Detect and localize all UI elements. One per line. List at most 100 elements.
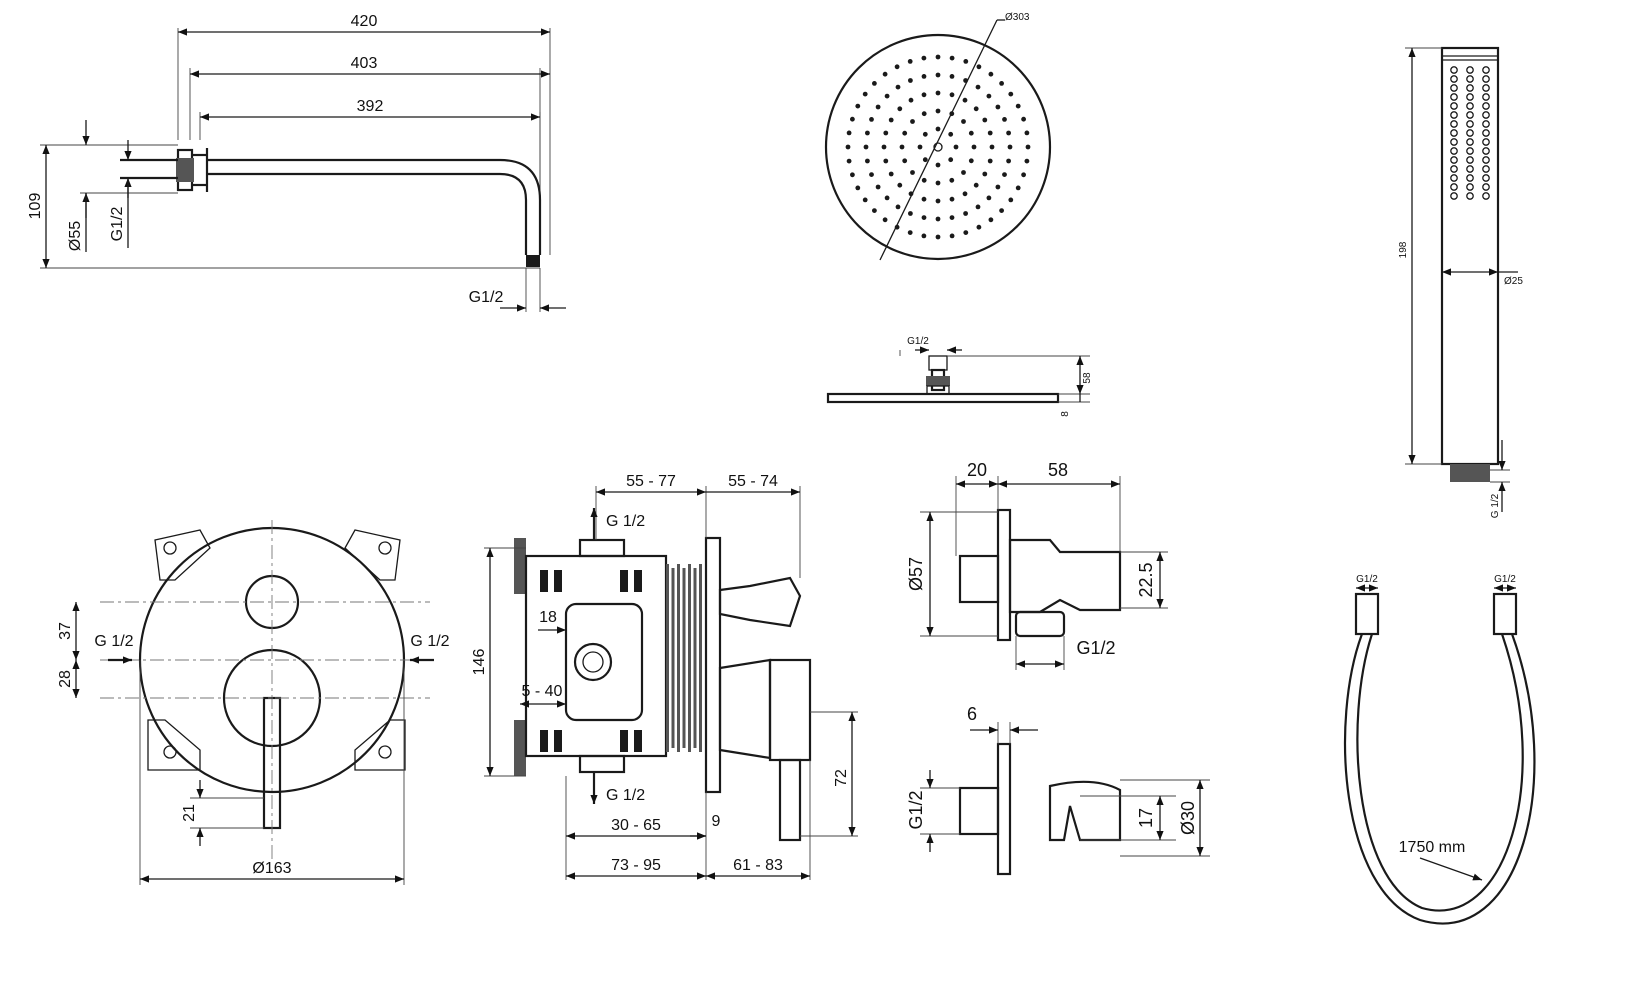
nozzle-dot [921,196,927,202]
dim-61-83: 61 - 83 [733,857,783,874]
nozzle-dot [922,157,928,163]
dim-5-40: 5 - 40 [522,683,563,700]
dim-d303: Ø303 [1005,12,1030,23]
mixer-side-view: 55 - 77 55 - 74 G 1/2 G 1/2 146 18 5 - 4… [471,473,858,880]
nozzle-dot [962,191,968,197]
hand-nozzle [1482,84,1490,92]
hand-nozzle [1482,138,1490,146]
dim-73-95: 73 - 95 [611,857,661,874]
hand-nozzle [1466,183,1474,191]
dim-g-side-top: G 1/2 [606,513,645,530]
nozzle-dot [1006,130,1011,136]
nozzle-dot [897,106,903,112]
nozzle-dot [1006,158,1011,164]
dim-55-74: 55 - 74 [728,473,778,490]
nozzle-dot [882,71,888,77]
nozzle-dot [963,230,969,236]
nozzle-dot [921,177,927,183]
nozzle-dot [910,170,915,175]
nozzle-dot [865,158,870,164]
dim-28: 28 [57,670,74,688]
dim-g-hand: G 1/2 [1490,493,1501,518]
hand-nozzle [1450,183,1458,191]
dim-420: 420 [351,13,378,30]
dim-30-65: 30 - 65 [611,817,661,834]
nozzle-dot [908,78,913,83]
nozzle-dot [882,217,888,223]
nozzle-dot [846,130,852,136]
nozzle-dot [961,119,966,124]
dim-20: 20 [967,460,987,480]
nozzle-dot [962,97,968,103]
nozzle-dot [986,195,992,201]
nozzle-dot [988,217,994,223]
nozzle-dot [1015,185,1021,191]
dim-d25: Ø25 [1504,276,1523,287]
nozzle-dot [869,117,874,122]
hand-nozzle [1482,192,1490,200]
dim-g-outlet: G1/2 [1076,638,1115,658]
nozzle-dot [883,130,889,136]
nozzle-dot [850,172,855,178]
mixer-front-view: 37 28 G 1/2 G 1/2 21 Ø163 [57,520,450,885]
nozzle-dot [987,130,993,136]
hand-nozzle [1466,165,1474,173]
nozzle-dot [922,131,928,137]
nozzle-dot [948,157,954,163]
nozzle-dot [935,198,941,204]
nozzle-dot [975,204,981,210]
nozzle-dot [1025,144,1031,150]
nozzle-dot [935,234,941,240]
hand-nozzle [1466,66,1474,74]
hand-nozzle [1466,147,1474,155]
nozzle-dot [872,208,877,214]
nozzle-dot [899,144,905,150]
nozzle-dot [872,81,877,86]
nozzle-dot [995,184,1001,190]
hand-nozzle [1482,165,1490,173]
hand-nozzle [1450,75,1458,83]
nozzle-dot [935,108,941,114]
nozzle-dot [986,93,992,99]
nozzle-dot [894,64,900,70]
nozzle-dot [888,171,894,177]
nozzle-dot [845,144,851,150]
nozzle-dot [935,216,941,222]
dim-g-hose-right: G1/2 [1494,574,1516,585]
nozzle-dot [921,215,927,221]
hand-nozzle [1450,111,1458,119]
dim-d55: Ø55 [67,221,84,251]
shower-arm-drawing: 420 403 392 109 Ø55 G1/2 G1/2 [27,13,566,312]
nozzle-dot [855,185,861,191]
nozzle-dot [949,92,955,98]
nozzle-dot [949,74,955,79]
dim-6: 6 [967,704,977,724]
nozzle-dot [884,93,890,99]
nozzle-dot [935,126,941,132]
dim-55-77: 55 - 77 [626,473,676,490]
rib [699,564,702,752]
nozzle-dot [875,184,881,190]
hand-shower-drawing: 198 Ø25 G 1/2 [1398,46,1523,518]
dim-403: 403 [351,55,378,72]
dim-d57: Ø57 [906,557,926,591]
nozzle-dot [884,195,890,201]
hand-nozzle [1466,102,1474,110]
nozzle-dot [902,130,908,136]
hand-nozzle [1466,75,1474,83]
dim-g-head: G1/2 [907,336,929,347]
hand-nozzle [1482,111,1490,119]
dim-109: 109 [27,193,44,220]
nozzle-dot [875,104,881,110]
hand-nozzle [1482,66,1490,74]
nozzle-dot [855,103,861,109]
nozzle-dot [862,197,868,203]
dim-g-arm-bottom: G1/2 [469,289,504,306]
rib [693,568,697,748]
nozzle-dot [910,119,915,124]
hand-nozzle [1482,147,1490,155]
nozzle-dot [897,182,903,188]
nozzle-dot [999,208,1004,214]
hand-nozzle [1466,93,1474,101]
